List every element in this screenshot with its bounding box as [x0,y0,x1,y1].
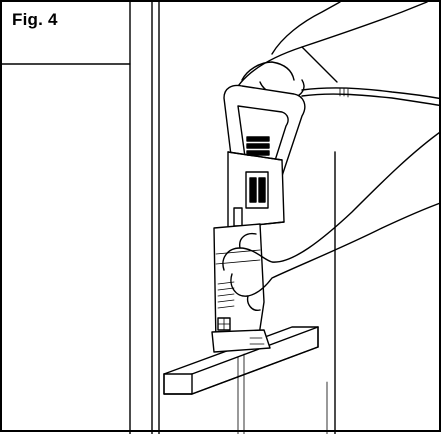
reciprocating-saw-icon [211,84,306,353]
power-cord-icon [301,87,441,107]
figure-label: Fig. 4 [12,10,58,29]
hand-icon [222,130,441,311]
wooden-beam-icon [163,326,319,434]
wall-icon [2,2,336,434]
